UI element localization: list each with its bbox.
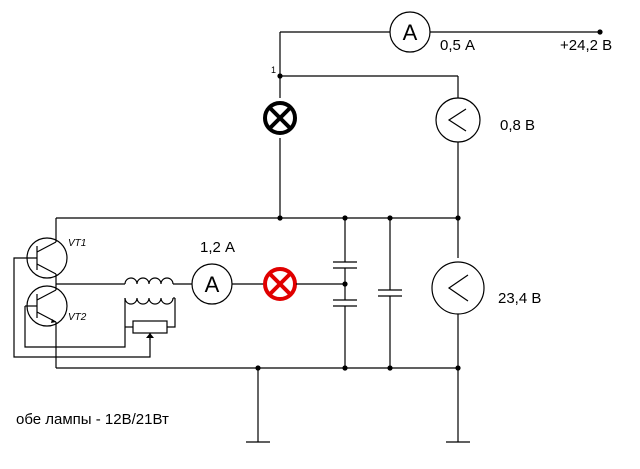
inductor [124, 277, 192, 328]
middle-rail [55, 217, 458, 242]
junction-dot [342, 281, 348, 287]
junction-dot [387, 365, 393, 371]
junction-dot [342, 365, 348, 371]
junction-dot [277, 215, 283, 221]
lamp-top [263, 101, 297, 135]
supply-terminal [597, 29, 603, 35]
lamps-note: обе лампы - 12В/21Вт [16, 411, 169, 428]
transistor-vt1 [20, 237, 68, 279]
ammeter-mid-reading: 1,2 А [200, 239, 235, 256]
supply-wires [279, 31, 600, 258]
voltmeter-bottom [431, 261, 485, 368]
node-1-junction [277, 73, 283, 79]
ammeter-top: A [389, 11, 431, 53]
voltmeter-top-reading: 0,8 В [500, 117, 535, 134]
ground-right [446, 368, 470, 443]
potentiometer [132, 320, 168, 340]
ammeter-top-symbol: A [403, 20, 418, 45]
voltmeter-bottom-reading: 23,4 В [498, 290, 541, 307]
voltmeter-top [435, 97, 481, 143]
capacitor-right [378, 218, 402, 368]
lamp-bottom [263, 267, 297, 301]
junction-dot [455, 215, 461, 221]
ammeter-top-reading: 0,5 А [440, 37, 475, 54]
supply-voltage-label: +24,2 В [560, 37, 612, 54]
ground-left [246, 368, 270, 443]
vt2-label: VT2 [68, 312, 87, 323]
node-1-label: 1 [271, 65, 276, 75]
ammeter-mid-symbol: A [205, 272, 220, 297]
ammeter-mid: A [191, 263, 233, 305]
vt1-label: VT1 [68, 238, 86, 249]
transistor-vt2 [25, 285, 68, 327]
capacitor-stack [333, 218, 357, 368]
